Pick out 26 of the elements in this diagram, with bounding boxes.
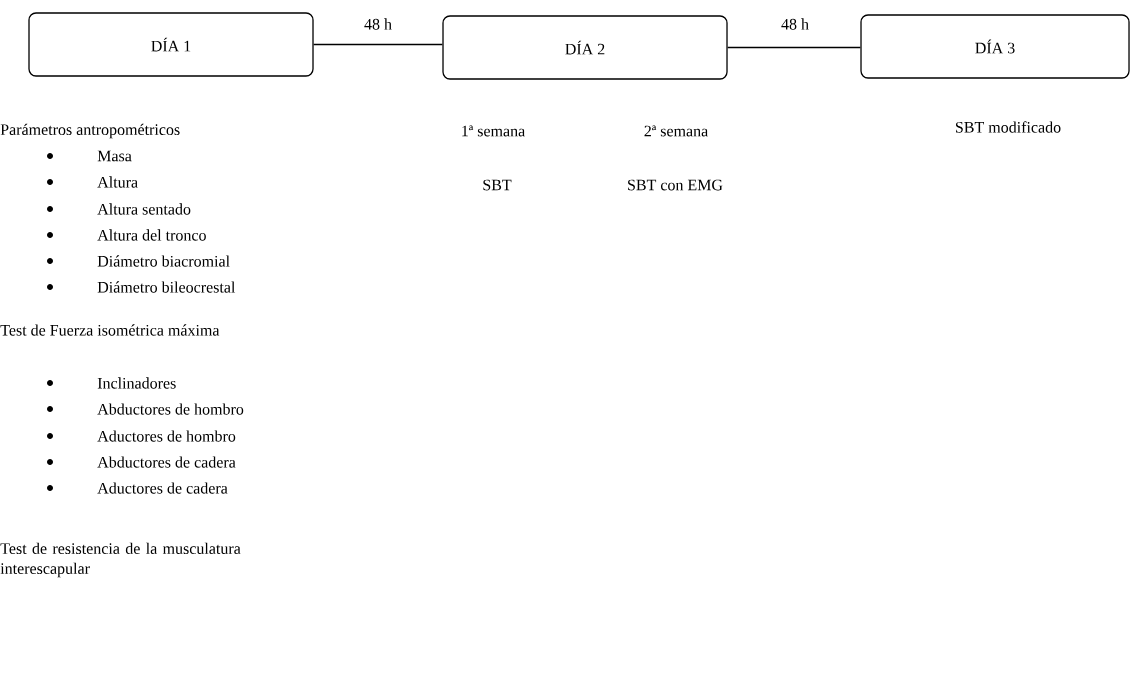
text-label: SBT con EMG — [628, 179, 723, 191]
day-box: DÍA 2 — [442, 15, 728, 80]
list-item: Altura — [97, 176, 138, 188]
list-item: Abductores de hombro — [97, 403, 244, 415]
list-item: Diámetro biacromial — [97, 255, 230, 267]
list-item: Abductores de cadera — [97, 456, 236, 468]
day-box: DÍA 1 — [28, 12, 314, 77]
edge-label: 48 h — [781, 18, 809, 30]
text-label: 2ª semana — [644, 125, 708, 137]
list-item: Masa — [97, 150, 132, 162]
list-item: Diámetro bileocrestal — [97, 281, 236, 293]
section-heading: Test de Fuerza isométrica máxima — [0, 324, 220, 336]
connector-line — [313, 43, 443, 46]
section-heading: Test de resistencia de la musculatura interescapular — [0, 542, 241, 578]
section-heading: Parámetros antropométricos — [0, 123, 180, 139]
text-label: SBT — [483, 179, 512, 191]
list-item: Aductores de hombro — [97, 430, 236, 442]
connector-line — [727, 46, 861, 49]
list-item: Aductores de cadera — [97, 482, 228, 494]
list-item: Inclinadores — [97, 377, 176, 389]
list-item: Altura sentado — [97, 203, 191, 215]
text-label: 1ª semana — [462, 125, 525, 137]
text-label: SBT modificado — [955, 121, 1061, 133]
day-box: DÍA 3 — [860, 14, 1130, 79]
edge-label: 48 h — [364, 18, 392, 30]
list-item: Altura del tronco — [97, 229, 206, 241]
